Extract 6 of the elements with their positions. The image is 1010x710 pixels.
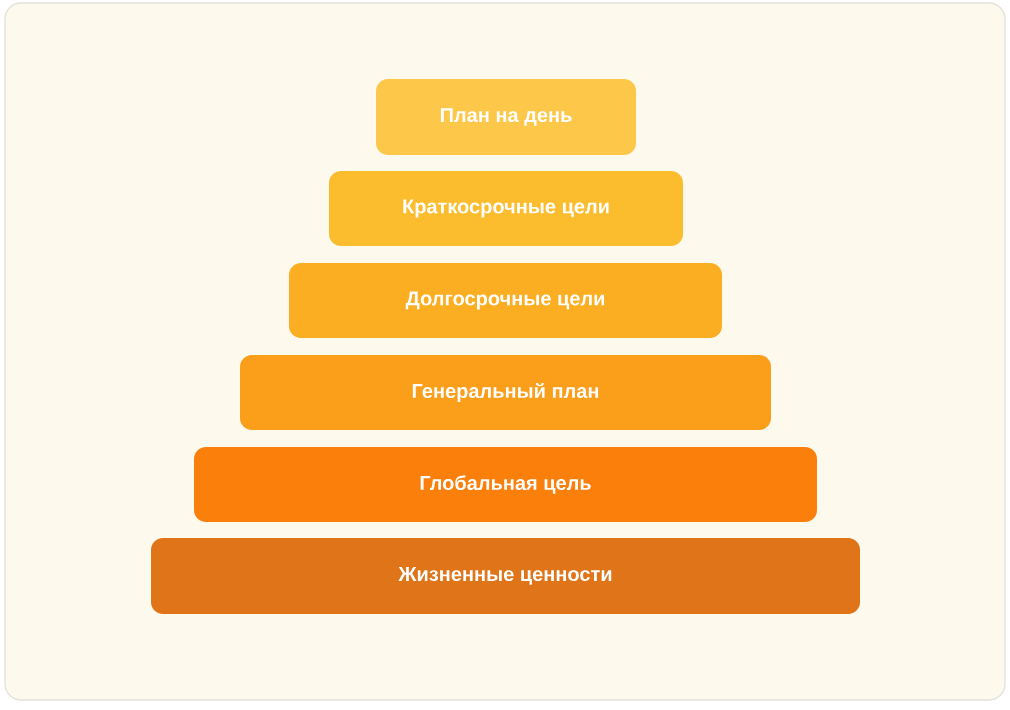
- level-box: Глобальная цель: [194, 447, 817, 522]
- level-box: Жизненные ценности: [151, 538, 860, 614]
- level-box: План на день: [376, 79, 636, 155]
- level-box: Долгосрочные цели: [289, 263, 722, 338]
- level-box: Генеральный план: [240, 355, 771, 430]
- level-box: Краткосрочные цели: [329, 171, 683, 246]
